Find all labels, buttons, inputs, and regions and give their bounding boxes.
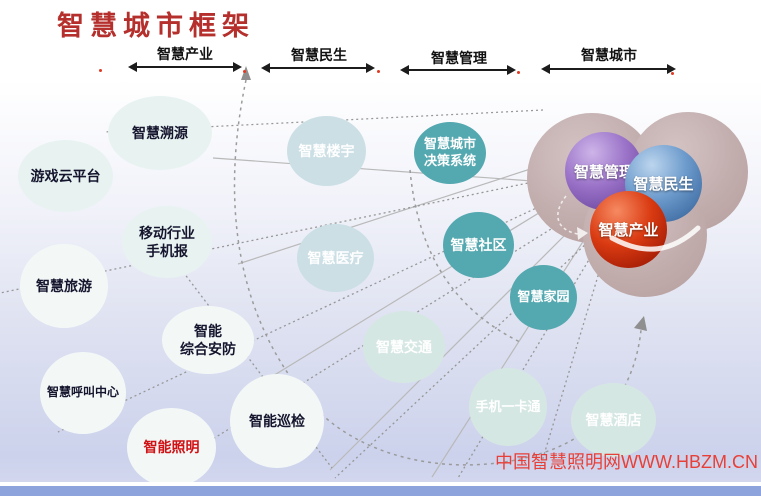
footer-divider <box>0 482 761 486</box>
bubble-smart-building: 智慧楼宇 <box>287 116 366 186</box>
bubble-label: 智慧医疗 <box>307 249 364 266</box>
bubble-label: 智能 <box>194 322 222 339</box>
bubble-smart-healthcare: 智慧医疗 <box>297 224 374 292</box>
sphere-label: 智慧产业 <box>598 222 659 239</box>
bubble-smart-community: 智慧社区 <box>443 212 514 278</box>
sphere-label: 智慧民生 <box>633 176 694 193</box>
bubble-city-decision-system: 智慧城市 决策系统 <box>414 122 486 184</box>
bubble-label: 手机报 <box>146 243 188 259</box>
bubble-smart-traceability: 智慧溯源 <box>108 96 212 170</box>
bubble-smart-inspection: 智能巡检 <box>230 374 324 468</box>
double-arrow-icon <box>400 65 516 75</box>
bubble-label: 智慧楼宇 <box>298 142 355 159</box>
bubble-smart-call-center: 智慧呼叫中心 <box>40 352 126 434</box>
double-arrow-icon <box>128 62 242 72</box>
bubble-label: 智能巡检 <box>249 412 305 429</box>
bubble-label: 游戏云平台 <box>30 167 101 184</box>
bubble-label: 智慧家园 <box>517 289 570 305</box>
red-dot <box>517 71 520 74</box>
bubble-label: 综合安防 <box>180 341 236 357</box>
bubble-smart-hotel: 智慧酒店 <box>571 383 656 457</box>
axis-header-smart-industry: 智慧产业 <box>157 46 213 62</box>
bubble-smart-home: 智慧家园 <box>510 265 577 330</box>
bubble-smart-lighting: 智能照明 <box>127 408 216 487</box>
footer-bar <box>0 486 761 496</box>
bubble-label: 智慧呼叫中心 <box>46 385 119 400</box>
bubble-mobile-one-card: 手机一卡通 <box>469 368 547 446</box>
bubble-smart-tourism: 智慧旅游 <box>20 244 108 328</box>
red-dot <box>671 72 674 75</box>
bubble-label: 智慧酒店 <box>585 411 642 428</box>
page-title: 智慧城市框架 <box>57 11 255 42</box>
arc-end-arrowhead-icon <box>634 316 647 331</box>
bubble-label: 智慧社区 <box>450 236 507 253</box>
arc-top-arrowhead-icon <box>241 66 251 80</box>
bubble-label: 手机一卡通 <box>475 398 541 414</box>
double-arrow-icon <box>261 63 375 73</box>
bubble-label: 智慧旅游 <box>36 277 92 294</box>
red-dot <box>243 70 246 73</box>
watermark-text: 中国智慧照明网WWW.HBZM.CN <box>495 452 758 472</box>
bubble-label: 移动行业 <box>139 224 195 241</box>
axis-header-smart-management: 智慧管理 <box>431 50 487 66</box>
red-dot <box>377 70 380 73</box>
bubble-game-cloud-platform: 游戏云平台 <box>18 140 113 212</box>
sphere-smart-industry: 智慧产业 <box>590 191 667 268</box>
bubble-mobile-industry-sms: 移动行业 手机报 <box>122 206 212 278</box>
bubble-label: 智慧城市 <box>423 136 476 152</box>
axis-header-smart-city: 智慧城市 <box>581 47 637 63</box>
double-arrow-icon <box>541 64 676 74</box>
axis-header-smart-livelihood: 智慧民生 <box>291 47 347 63</box>
bubble-smart-transport: 智慧交通 <box>363 311 445 383</box>
bubble-smart-integrated-security: 智能 综合安防 <box>162 306 254 374</box>
bubble-label: 智慧溯源 <box>132 124 188 141</box>
red-dot <box>99 69 102 72</box>
bubble-label: 智慧交通 <box>376 338 432 355</box>
bubble-label: 智能照明 <box>143 439 200 456</box>
bubble-label: 决策系统 <box>423 153 476 168</box>
